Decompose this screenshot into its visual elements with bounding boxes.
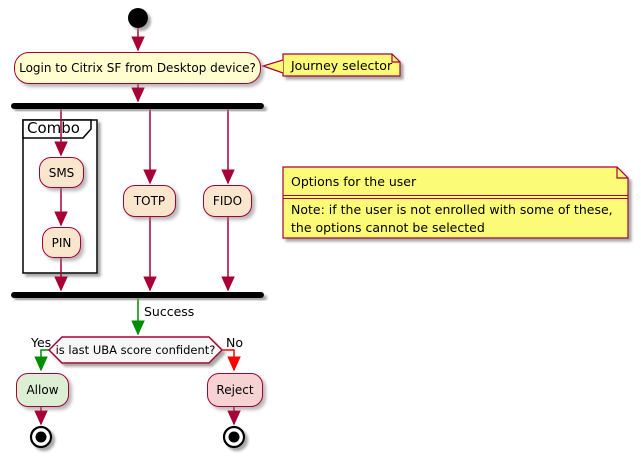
end-node-reject bbox=[222, 425, 246, 449]
activity-totp: TOTP bbox=[123, 185, 176, 217]
join-bar bbox=[11, 292, 264, 298]
activity-fido: FIDO bbox=[203, 185, 252, 217]
arrow-yes-to-allow bbox=[34, 349, 49, 372]
activity-allow: Allow bbox=[16, 373, 69, 407]
note-journey-pointer bbox=[261, 59, 284, 74]
note-options-line2: the options cannot be selected bbox=[291, 219, 485, 235]
partition-combo-title: Combo bbox=[27, 119, 80, 137]
crimson-arrows bbox=[34, 28, 241, 426]
activity-login: Login to Citrix SF from Desktop device? bbox=[14, 52, 261, 84]
fork-bar bbox=[11, 103, 264, 109]
note-options-title: Options for the user bbox=[291, 174, 417, 189]
arrow-no-to-reject bbox=[222, 349, 241, 372]
start-node bbox=[128, 8, 148, 28]
activity-sms: SMS bbox=[39, 157, 84, 188]
activity-pin: PIN bbox=[42, 227, 81, 258]
activity-reject: Reject bbox=[207, 373, 263, 407]
edge-label-success: Success bbox=[144, 304, 195, 319]
edge-label-no: No bbox=[226, 335, 243, 350]
note-options-body: Note: if the user is not enrolled with s… bbox=[291, 201, 613, 236]
edge-label-yes: Yes bbox=[31, 335, 52, 350]
note-journey-text: Journey selector bbox=[291, 58, 393, 73]
end-node-allow bbox=[29, 425, 53, 449]
decision-label: is last UBA score confident? bbox=[55, 343, 216, 357]
note-options-line1: Note: if the user is not enrolled with s… bbox=[291, 202, 613, 217]
